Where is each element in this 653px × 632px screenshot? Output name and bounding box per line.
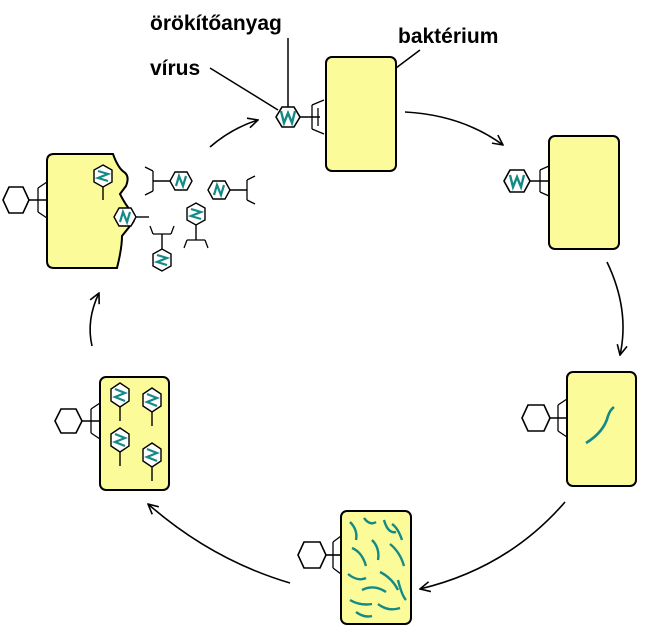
bacterium-cell [325, 56, 397, 172]
empty-capsid [2, 186, 30, 214]
cycle-arrow-5 [148, 504, 291, 584]
viral-dna [585, 405, 615, 445]
stage-lysis [2, 153, 256, 272]
empty-capsid [54, 408, 83, 434]
empty-capsid [297, 541, 327, 569]
cycle-arrow-1 [209, 120, 258, 148]
new-virus-particles [110, 382, 162, 481]
viral-dna [508, 173, 526, 191]
stage-replication [297, 510, 412, 625]
label-bacterium: baktérium [398, 25, 498, 48]
cycle-arrow-3 [606, 261, 623, 355]
stage-attachment [275, 56, 397, 172]
stage-injection [503, 135, 620, 250]
stage-dna-inside [521, 371, 637, 487]
bacterium-cell [340, 510, 412, 625]
bacterium-cell [548, 135, 620, 250]
label-virus: vírus [150, 57, 200, 80]
replicated-dna [347, 517, 407, 618]
label-genetic-material: örökítőanyag [150, 12, 282, 35]
cycle-arrow-6 [89, 293, 99, 347]
cycle-arrow-4 [420, 501, 566, 589]
leader-bacterium [395, 49, 421, 69]
virus-capsid [503, 169, 531, 193]
virus-attached [275, 99, 325, 135]
empty-capsid [521, 404, 551, 432]
viral-dna [279, 109, 297, 127]
leader-virus [209, 67, 279, 111]
released-virus-particles [93, 164, 256, 272]
cycle-arrow-2 [404, 111, 503, 145]
stage-assembly [54, 376, 170, 491]
